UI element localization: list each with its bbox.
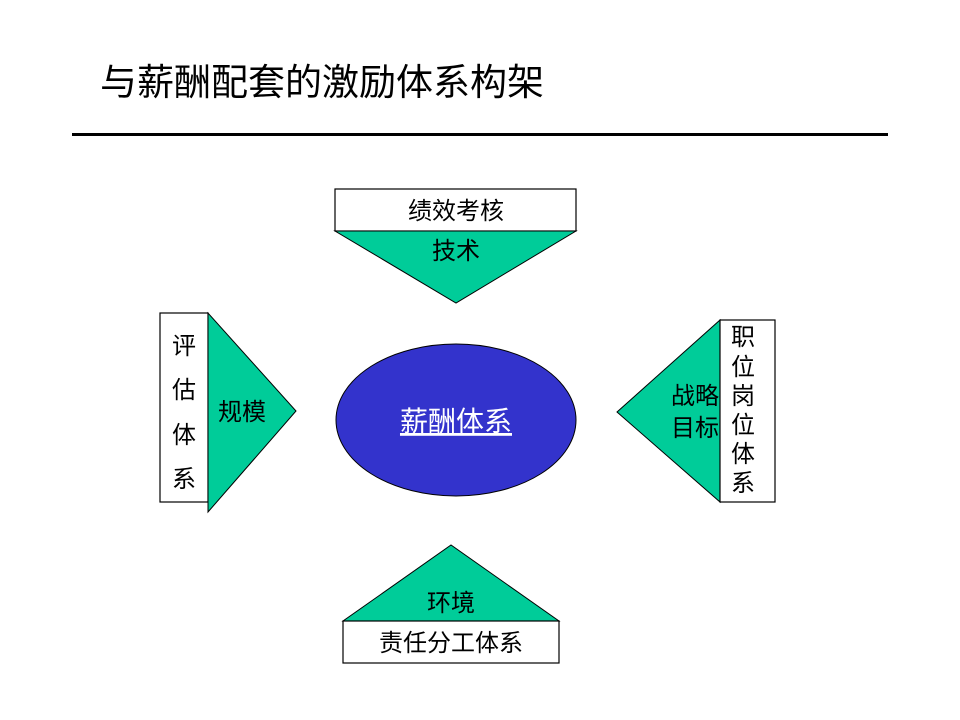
top-triangle-label: 技术 xyxy=(432,237,480,265)
slide-title: 与薪酬配套的激励体系构架 xyxy=(100,61,544,104)
left-box-char: 体 xyxy=(172,421,196,449)
top-box xyxy=(334,188,577,232)
right-triangle-label-line: 战略 xyxy=(671,382,719,410)
right-box xyxy=(719,319,776,503)
left-box xyxy=(159,312,209,503)
right-triangle-label-line: 目标 xyxy=(671,414,719,442)
left-box-char: 系 xyxy=(172,465,196,493)
right-box-char: 位 xyxy=(731,411,755,439)
center-label[interactable]: 薪酬体系 xyxy=(400,405,512,438)
top-box-label: 绩效考核 xyxy=(408,197,504,225)
right-box-char: 系 xyxy=(731,469,755,497)
top-triangle xyxy=(333,230,578,304)
right-box-char: 位 xyxy=(731,353,755,381)
bottom-box xyxy=(342,620,560,664)
left-box-char: 评 xyxy=(172,332,196,360)
right-box-char: 岗 xyxy=(731,382,755,410)
right-triangle xyxy=(616,318,721,504)
bottom-triangle-label: 环境 xyxy=(427,589,475,617)
title-divider xyxy=(72,133,888,136)
right-box-char: 职 xyxy=(731,323,755,351)
center-ellipse xyxy=(335,343,577,497)
left-box-char: 估 xyxy=(172,376,196,404)
left-triangle xyxy=(207,311,297,514)
right-box-char: 体 xyxy=(731,440,755,468)
left-triangle-label: 规模 xyxy=(218,398,266,426)
bottom-box-label: 责任分工体系 xyxy=(379,629,523,657)
